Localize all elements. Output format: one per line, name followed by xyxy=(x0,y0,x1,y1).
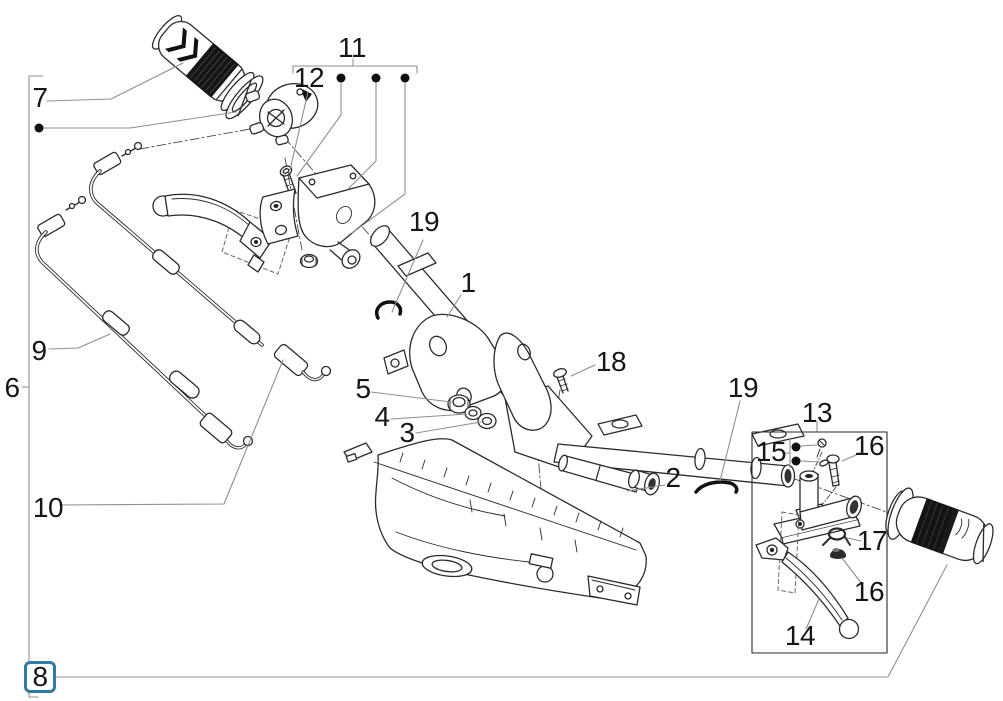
leader-19-right xyxy=(720,401,740,481)
leader-4 xyxy=(391,414,467,419)
leader-2 xyxy=(627,485,665,491)
callout-4[interactable]: 4 xyxy=(374,401,390,432)
bracket-11 xyxy=(293,59,417,73)
throttle-housing xyxy=(245,78,323,145)
callout-12[interactable]: 12 xyxy=(293,62,325,93)
nut-and-washers xyxy=(448,395,496,429)
leader-11-a xyxy=(297,83,341,176)
dot-11-a xyxy=(336,73,346,83)
leader-5 xyxy=(371,392,451,402)
callout-2[interactable]: 2 xyxy=(665,462,681,493)
leader-7-dot xyxy=(43,112,236,128)
leader-11-b xyxy=(348,83,376,189)
callout-1[interactable]: 1 xyxy=(460,267,476,298)
dot-7-group xyxy=(34,123,44,133)
group-bracket-6 xyxy=(29,76,43,661)
leader-3 xyxy=(416,422,481,433)
handlebar xyxy=(367,222,804,487)
callout-18[interactable]: 18 xyxy=(595,346,627,377)
snap-ring-19-left xyxy=(377,302,401,318)
snap-ring-19-right xyxy=(696,482,737,492)
detail-box-13 xyxy=(752,432,887,653)
callout-15[interactable]: 15 xyxy=(755,436,787,467)
frame-cover xyxy=(344,439,646,605)
leader-1 xyxy=(447,295,461,317)
leader-14 xyxy=(806,599,819,629)
leader-7 xyxy=(47,63,183,101)
leader-11-c xyxy=(352,83,405,233)
leader-19-left xyxy=(392,240,423,312)
callout-11[interactable]: 11 xyxy=(337,32,367,63)
cable-10 xyxy=(91,143,331,380)
leader-9 xyxy=(49,334,110,349)
leader-15-b xyxy=(801,461,819,462)
dot-11-c xyxy=(400,73,410,83)
leader-12 xyxy=(290,92,308,170)
left-grip xyxy=(144,7,268,123)
callout-8-selected[interactable]: 8 xyxy=(24,661,56,693)
callout-6[interactable]: 6 xyxy=(4,372,20,403)
screw-18 xyxy=(553,367,568,393)
callout-3[interactable]: 3 xyxy=(399,417,415,448)
callout-19-left[interactable]: 19 xyxy=(408,206,440,237)
cable-9 xyxy=(37,197,253,448)
leader-lines xyxy=(22,59,947,697)
bracket-15 xyxy=(785,438,790,468)
callout-10[interactable]: 10 xyxy=(32,492,64,523)
dot-15-a xyxy=(791,442,801,452)
brake-master-cylinder xyxy=(260,165,375,272)
right-grip xyxy=(880,484,999,571)
leader-8 xyxy=(54,565,947,677)
leader-16-top xyxy=(842,452,863,461)
callout-16-bottom[interactable]: 16 xyxy=(853,576,885,607)
leader-16-bottom xyxy=(842,558,862,584)
bracket-stub-8 xyxy=(29,691,38,697)
leader-17 xyxy=(847,538,861,541)
dot-11-b xyxy=(371,73,381,83)
leader-15-a xyxy=(801,445,817,446)
callout-13[interactable]: 13 xyxy=(801,397,833,428)
grouping-dots xyxy=(34,73,801,466)
callout-16-top[interactable]: 16 xyxy=(853,430,885,461)
brake-lever-left xyxy=(153,194,292,274)
leader-10 xyxy=(60,360,283,505)
callout-17[interactable]: 17 xyxy=(856,525,888,556)
dot-15-b xyxy=(791,456,801,466)
callout-19-right[interactable]: 19 xyxy=(727,372,759,403)
callout-9[interactable]: 9 xyxy=(31,335,47,366)
callout-5[interactable]: 5 xyxy=(355,373,371,404)
callout-14[interactable]: 14 xyxy=(784,620,816,651)
leader-18 xyxy=(571,365,595,376)
callout-7[interactable]: 7 xyxy=(32,82,48,113)
